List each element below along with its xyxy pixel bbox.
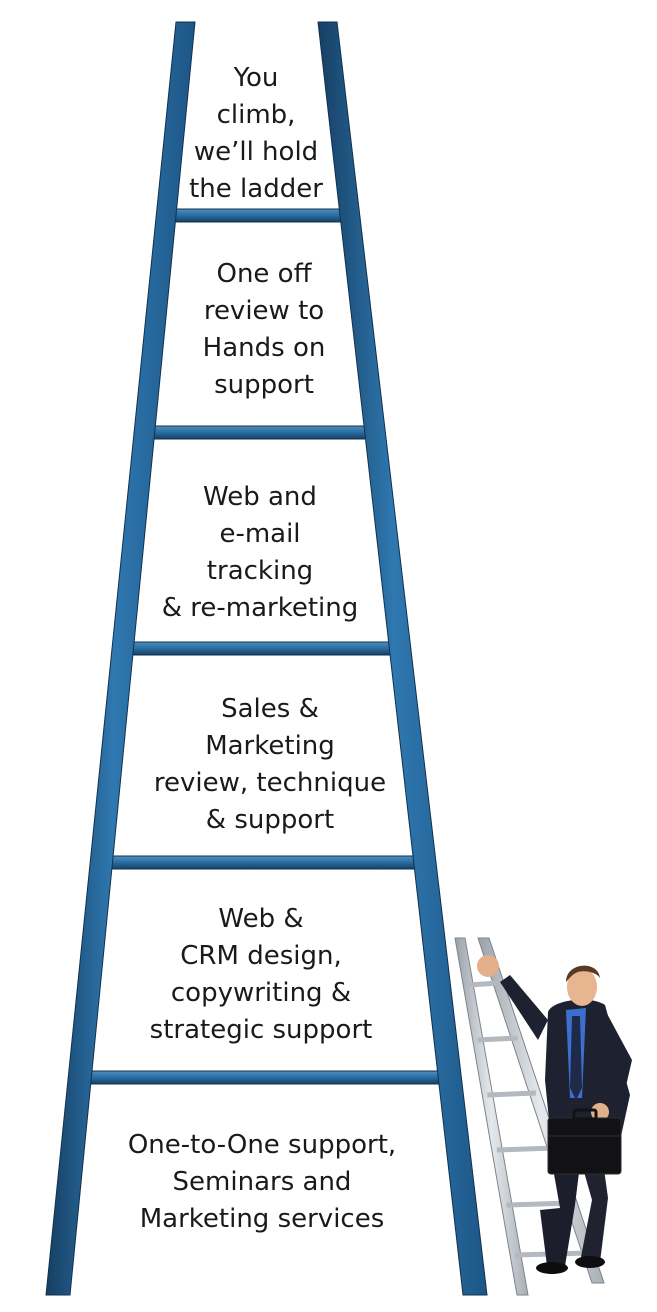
ladder-rung-1 [167, 208, 349, 223]
section-3-line-3: tracking [206, 556, 314, 586]
section-2-line-4: support [214, 370, 314, 400]
aluminum-rung-1 [468, 980, 500, 988]
section-4-line-4: & support [205, 805, 335, 835]
section-5-line-1: Web & [218, 904, 304, 934]
section-3-text: Web and e-mail tracking & re-marketing [162, 479, 359, 627]
section-2-line-2: review to [203, 296, 325, 326]
section-5-line-2: CRM design, [180, 941, 342, 971]
section-1-line-4: the ladder [189, 174, 323, 204]
section-4-line-3: review, technique [153, 768, 387, 798]
section-4-text: Sales & Marketing review, technique & su… [154, 691, 386, 839]
ladder-rung-2 [146, 425, 374, 440]
ladder-right-rail [317, 21, 488, 1296]
ladder-rung-5 [82, 1070, 447, 1085]
section-2-line-3: Hands on [202, 333, 326, 363]
section-2-text: One off review to Hands on support [203, 256, 326, 404]
section-6-line-3: Marketing services [139, 1204, 385, 1234]
section-4-line-1: Sales & [221, 694, 319, 724]
section-4-line-2: Marketing [205, 731, 335, 761]
section-3-line-4: & re-marketing [161, 593, 359, 623]
aluminum-rung-4 [496, 1145, 555, 1153]
ladder-rung-4 [104, 855, 423, 870]
briefcase-icon [547, 1108, 622, 1175]
ladder-rung-3 [125, 641, 398, 656]
section-1-line-2: climb, [216, 100, 296, 130]
section-6-line-2: Seminars and [172, 1167, 352, 1197]
businessman-icon [477, 955, 632, 1274]
ladder-left-rail [45, 21, 196, 1296]
section-3-line-1: Web and [203, 482, 317, 512]
section-1-line-3: we’ll hold [193, 137, 319, 167]
section-5-text: Web & CRM design, copywriting & strategi… [150, 901, 373, 1049]
section-1-line-1: You [233, 63, 279, 93]
section-5-line-3: copywriting & [170, 978, 352, 1008]
section-2-line-1: One off [216, 259, 312, 289]
aluminum-rung-2 [477, 1035, 518, 1043]
section-6-line-1: One-to-One support, [127, 1130, 397, 1160]
section-5-line-4: strategic support [149, 1015, 373, 1045]
section-1-text: You climb, we’ll hold the ladder [189, 60, 323, 208]
aluminum-rung-3 [487, 1090, 537, 1098]
section-3-line-2: e-mail [219, 519, 301, 549]
section-6-text: One-to-One support, Seminars and Marketi… [128, 1127, 396, 1238]
